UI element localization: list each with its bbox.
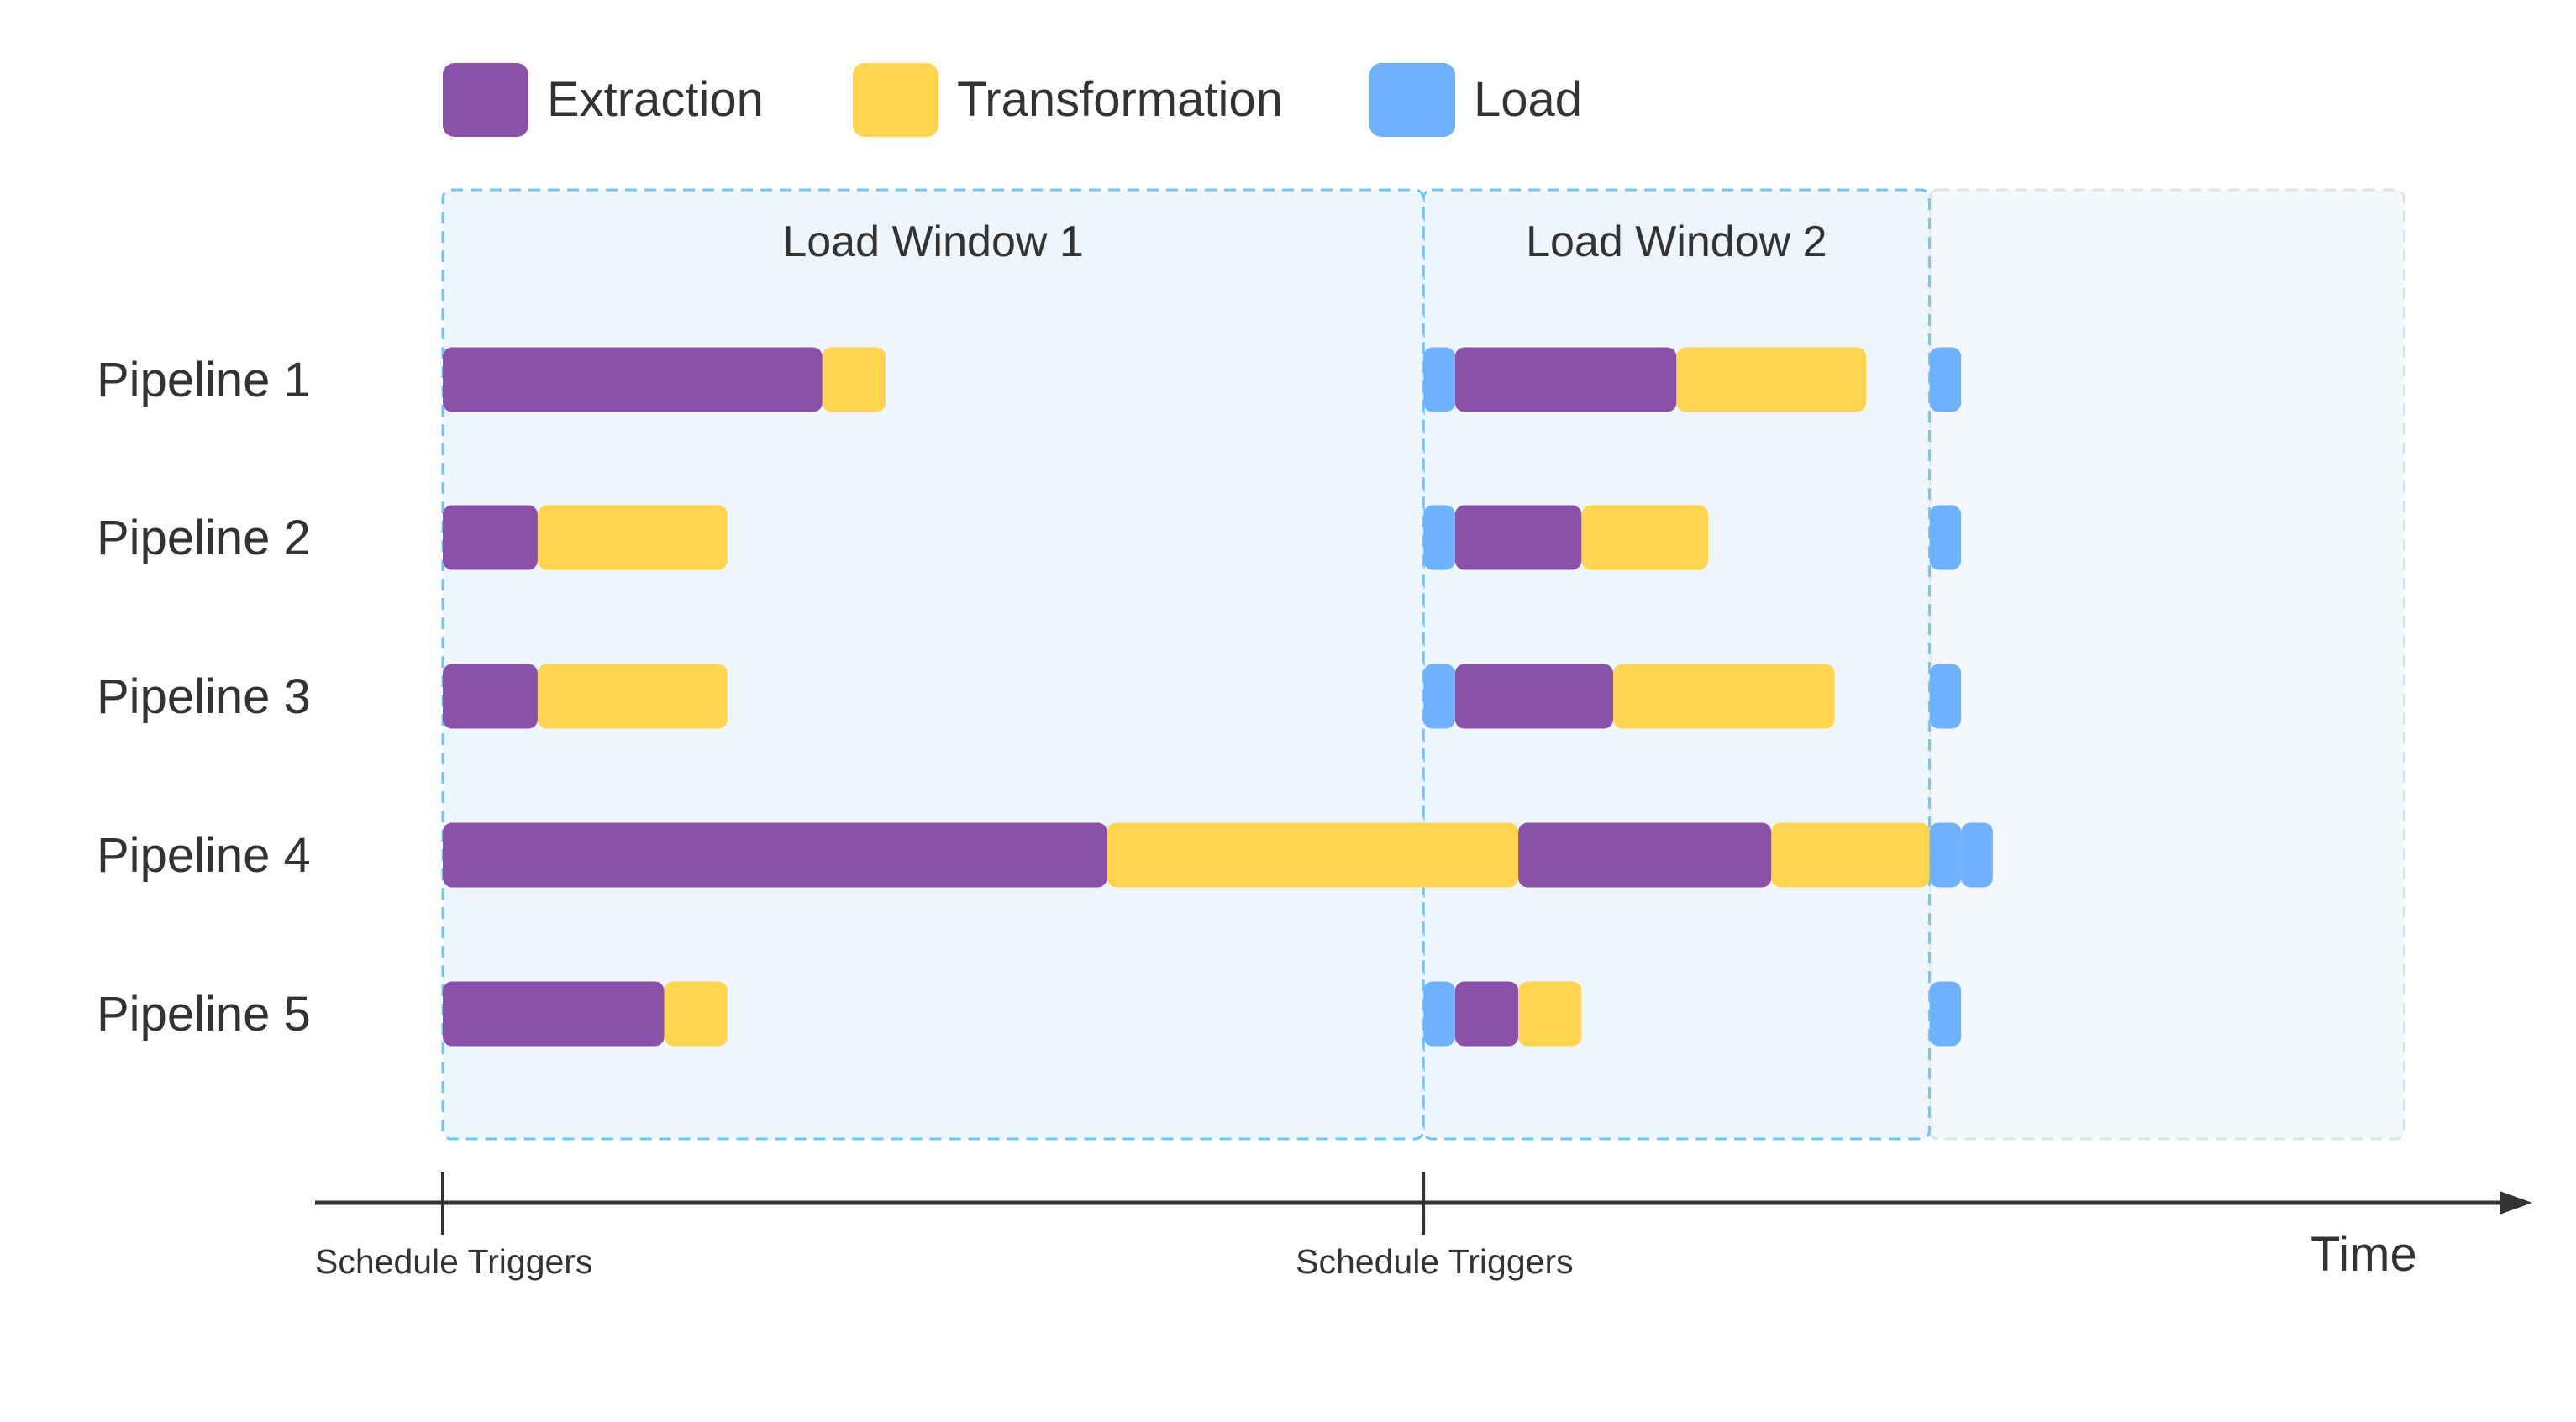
axis-label: Time [2311,1227,2417,1282]
pipeline-label: Pipeline 3 [97,669,311,724]
extraction-bar [443,505,538,570]
transformation-bar [537,664,728,729]
transformation-bar [822,347,886,412]
load-window-title: Load Window 1 [782,218,1083,266]
load-legend-swatch [1369,63,1455,137]
pipeline-row-2: Pipeline 2 [97,505,1962,570]
load-bar [1929,981,1962,1047]
load-bar [1929,505,1962,570]
load-bar [1423,664,1455,729]
extraction-bar [443,664,538,729]
load-bar [1423,505,1455,570]
extraction-bar [443,981,665,1047]
load-legend-label: Load [1474,72,1582,127]
pipeline-label: Pipeline 5 [97,987,311,1042]
extraction-bar [1518,822,1772,888]
load-bar [1929,347,1962,412]
time-axis: Time Schedule Triggers Schedule Triggers [315,1172,2532,1282]
load-bar [1423,347,1455,412]
pipeline-row-3: Pipeline 3 [97,664,1962,729]
extraction-bar [443,822,1107,888]
future-window [1928,188,2405,1141]
pipeline-label: Pipeline 4 [97,828,311,883]
transformation-bar [1581,505,1708,570]
transformation-bar [1518,981,1582,1047]
schedule-trigger-label: Schedule Triggers [1296,1242,1573,1281]
extraction-bar [443,347,823,412]
load-window-1 [441,188,1425,1141]
pipeline-row-5: Pipeline 5 [97,981,1962,1047]
transformation-bar [1107,822,1519,888]
transformation-bar [1613,664,1835,729]
pipeline-row-4: Pipeline 4 [97,822,1993,888]
pipeline-label: Pipeline 2 [97,511,311,565]
load-bar [1961,822,1993,888]
pipeline-rows: Pipeline 1 Pipeline 2 Pipeline 3 Pipeline 4… [97,347,1993,1047]
load-bar [1929,822,1962,888]
extraction-legend-label: Extraction [547,72,764,127]
transformation-bar [1771,822,1930,888]
pipeline-label: Pipeline 1 [97,353,311,407]
extraction-legend-swatch [443,63,528,137]
transformation-bar [664,981,728,1047]
pipeline-row-1: Pipeline 1 [97,347,1962,412]
extraction-bar [1454,505,1582,570]
load-window-title: Load Window 2 [1526,218,1827,266]
transformation-legend-swatch [853,63,938,137]
transformation-bar [537,505,728,570]
axis-arrowhead [2500,1191,2532,1215]
transformation-bar [1676,347,1867,412]
extraction-bar [1454,664,1614,729]
legend: Extraction Transformation Load [443,63,1582,137]
extraction-bar [1454,981,1519,1047]
load-bar [1423,981,1455,1047]
load-bar [1929,664,1962,729]
schedule-trigger-label: Schedule Triggers [315,1242,592,1281]
extraction-bar [1454,347,1677,412]
transformation-legend-label: Transformation [957,72,1283,127]
